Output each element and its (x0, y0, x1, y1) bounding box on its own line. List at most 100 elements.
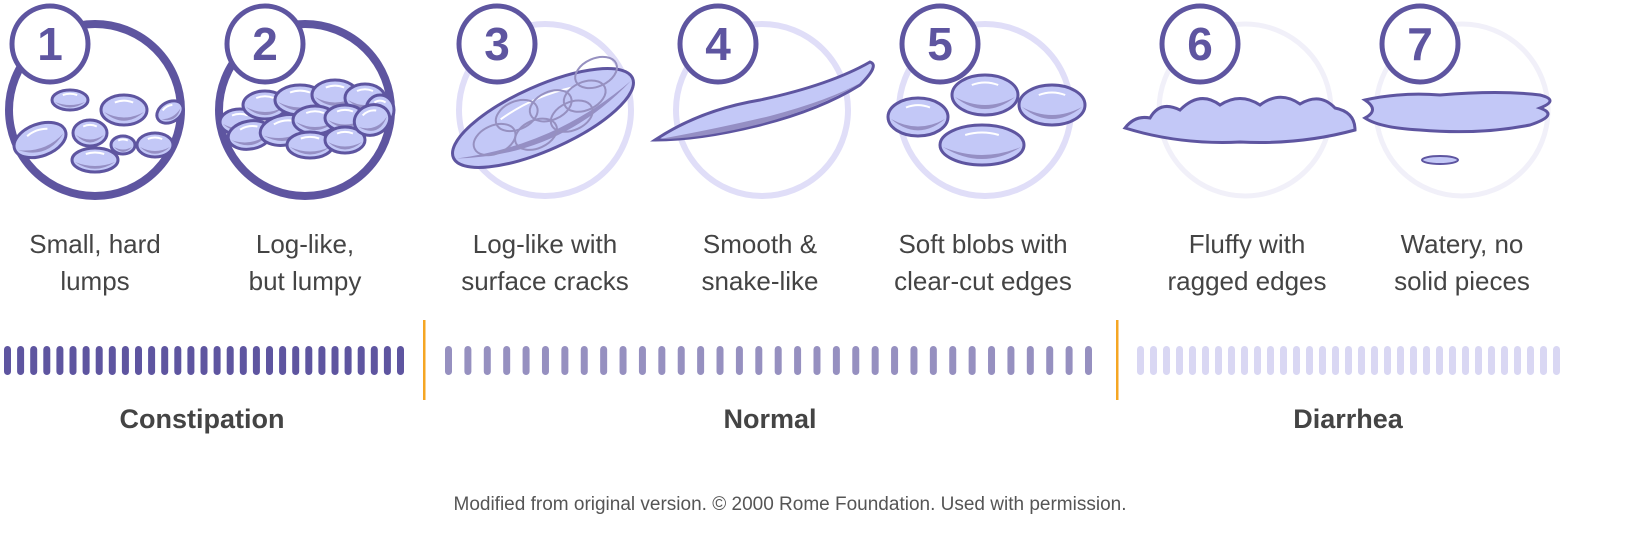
lump-highlight (361, 109, 377, 117)
type-5-blob (886, 96, 950, 138)
constipation-tick (17, 346, 25, 375)
normal-tick (716, 346, 724, 375)
normal-tick (600, 346, 608, 375)
crack (549, 99, 594, 133)
constipation-tick (252, 346, 260, 375)
type-5-number: 5 (927, 18, 953, 70)
lump-shade (75, 162, 115, 169)
constipation-tick (174, 346, 182, 375)
diarrhea-tick (1553, 346, 1560, 375)
diarrhea-tick (1202, 346, 1209, 375)
diarrhea-tick (1280, 346, 1287, 375)
constipation-tick (213, 346, 221, 375)
lump-highlight (289, 89, 311, 94)
diarrhea-tick (1397, 346, 1404, 375)
constipation-tick (331, 346, 339, 375)
constipation-tick (357, 346, 365, 375)
type-7-badge (1379, 3, 1461, 85)
normal-tick (832, 346, 840, 375)
type-5-blob (938, 123, 1026, 167)
diarrhea-tick (1423, 346, 1430, 375)
normal-tick (1046, 346, 1054, 375)
type-1-lump (155, 99, 185, 125)
normal-tick (503, 346, 511, 375)
crack (528, 89, 573, 123)
diarrhea-tick (1254, 346, 1261, 375)
type-2-number: 2 (252, 18, 278, 70)
normal-tick (852, 346, 860, 375)
normal-tick (1007, 346, 1015, 375)
type-3-number: 3 (484, 18, 510, 70)
lump-shade (290, 147, 330, 155)
diarrhea-tick (1358, 346, 1365, 375)
lump-highlight (82, 123, 98, 128)
type-5-badge (899, 3, 981, 85)
constipation-tick (266, 346, 273, 375)
lump-highlight (336, 130, 354, 135)
normal-tick (735, 346, 743, 375)
lump-highlight (85, 151, 105, 155)
diarrhea-tick (1475, 346, 1482, 375)
type-5-blob (950, 73, 1020, 117)
type-7-liquid (1361, 91, 1552, 134)
lump-shade (246, 107, 284, 116)
lump-highlight (305, 110, 325, 114)
lump-shade (161, 108, 181, 121)
lump-shade (104, 112, 144, 121)
constipation-tick (370, 346, 378, 375)
constipation-tick (239, 346, 247, 375)
type-6-mush (1122, 95, 1357, 144)
normal-tick (483, 346, 491, 375)
type-1-lump (135, 131, 175, 159)
normal-tick (464, 346, 472, 375)
normal-tick (658, 346, 666, 375)
diarrhea-tick (1293, 346, 1300, 375)
crack (514, 117, 558, 151)
normal-tick (1026, 346, 1034, 375)
constipation-tick (187, 346, 195, 375)
type-1-lump (99, 93, 149, 127)
lump-highlight (1038, 91, 1066, 96)
lump-highlight (905, 104, 931, 109)
lump-highlight (255, 95, 275, 99)
type-3-badge (456, 3, 538, 85)
constipation-tick (226, 346, 234, 375)
normal-tick (813, 346, 821, 375)
diarrhea-tick (1267, 346, 1274, 375)
normal-tick (774, 346, 782, 375)
lump-shade (358, 116, 387, 131)
lump-highlight (300, 135, 320, 140)
diarrhea-tick (1137, 346, 1144, 375)
constipation-tick (344, 346, 352, 375)
type-2-badge (224, 3, 306, 85)
constipation-tick (161, 346, 169, 375)
lump-highlight (373, 99, 387, 104)
lump-highlight (325, 84, 345, 89)
lump-highlight (239, 125, 258, 131)
normal-tick (541, 346, 549, 375)
lump-shade (76, 135, 104, 143)
diarrhea-tick (1241, 346, 1248, 375)
constipation-tick (135, 346, 142, 375)
diarrhea-tick (1345, 346, 1352, 375)
lump-shade (140, 147, 170, 154)
diarrhea-tick (1410, 346, 1417, 375)
diarrhea-tick (1462, 346, 1469, 375)
lump-shade (955, 97, 1015, 109)
normal-tick (522, 346, 530, 375)
lump-body (155, 99, 185, 125)
type-2-lump (352, 103, 392, 137)
constipation-tick (43, 346, 51, 375)
category-diarrhea: Diarrhea (1293, 404, 1403, 434)
lump-highlight (971, 81, 999, 86)
lump-highlight (161, 103, 173, 112)
lump-shade (296, 122, 334, 131)
type-6-number: 6 (1187, 18, 1213, 70)
diarrhea-tick (1176, 346, 1183, 375)
normal-tick (677, 346, 685, 375)
